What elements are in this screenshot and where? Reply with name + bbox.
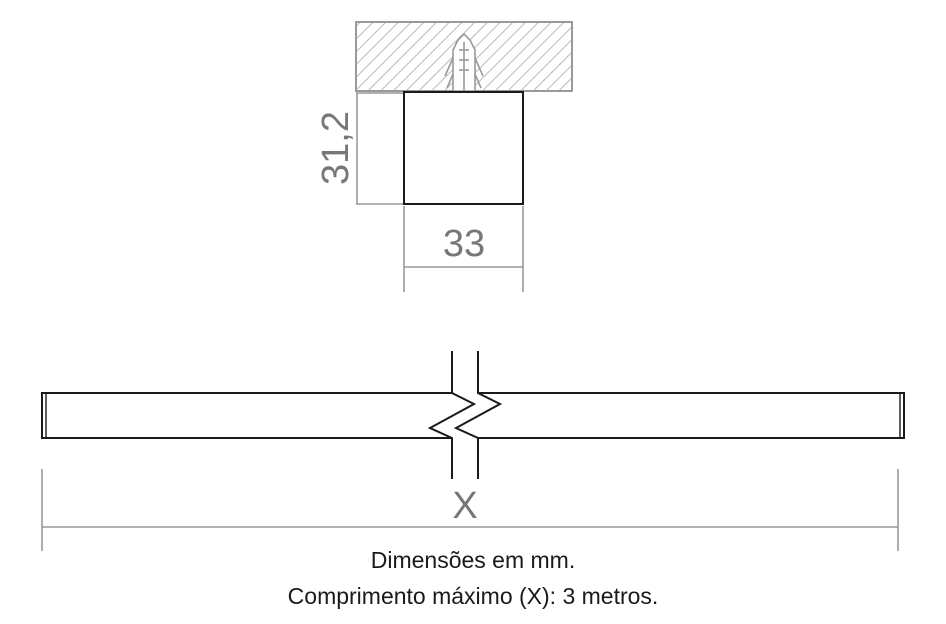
length-dimension bbox=[41, 469, 899, 551]
wall-plug-icon bbox=[444, 32, 484, 92]
width-dimension-label: 33 bbox=[443, 223, 485, 265]
width-dimension bbox=[403, 206, 524, 292]
profile-cross-section bbox=[403, 91, 524, 205]
height-dimension bbox=[356, 92, 403, 205]
break-symbol bbox=[427, 351, 503, 479]
caption-max-length: Comprimento máximo (X): 3 metros. bbox=[287, 583, 659, 609]
cross-section-view: 31,2 33 bbox=[315, 21, 573, 292]
length-dimension-label: X bbox=[452, 485, 477, 527]
profile-bar-left bbox=[41, 392, 452, 439]
profile-bar-right bbox=[478, 392, 905, 439]
longitudinal-view: X bbox=[41, 351, 905, 551]
caption-units: Dimensões em mm. bbox=[370, 547, 576, 573]
height-dimension-label: 31,2 bbox=[315, 111, 357, 185]
